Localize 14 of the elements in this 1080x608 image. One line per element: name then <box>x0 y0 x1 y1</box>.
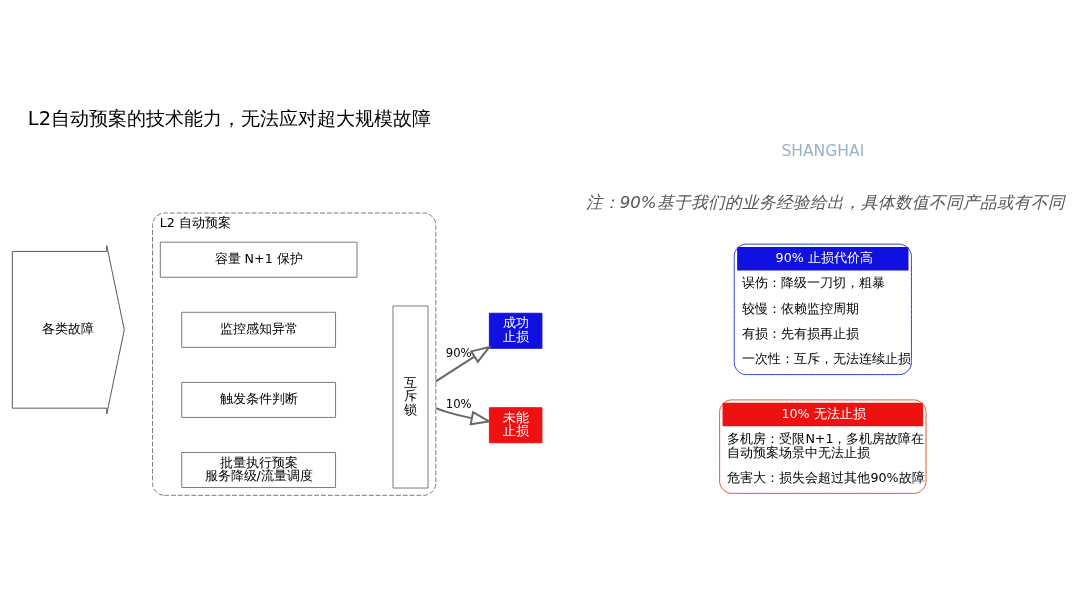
node-box: 批量执行预案服务降级/流量调度 <box>181 451 337 488</box>
label: 注：90%基于我们的业务经验给出，具体数值不同产品或有不同 <box>585 192 1065 212</box>
arrow <box>434 406 492 425</box>
edge-label: 90% <box>445 345 472 360</box>
arrow <box>434 345 492 382</box>
edge-label: 10% <box>445 396 472 411</box>
node-box: 监控感知异常 <box>181 311 337 348</box>
label: SHANGHAI <box>781 141 865 160</box>
node-box: 触发条件判断 <box>181 381 337 418</box>
node-box: 互斥锁 <box>392 304 429 488</box>
node-box: 容量 N+1 保护 <box>159 241 358 278</box>
node-box: 未能止损 <box>488 406 543 443</box>
diagram-title: L2自动预案的技术能力，无法应对超大规模故障 <box>27 106 432 130</box>
node-box: 成功止损 <box>488 312 543 349</box>
